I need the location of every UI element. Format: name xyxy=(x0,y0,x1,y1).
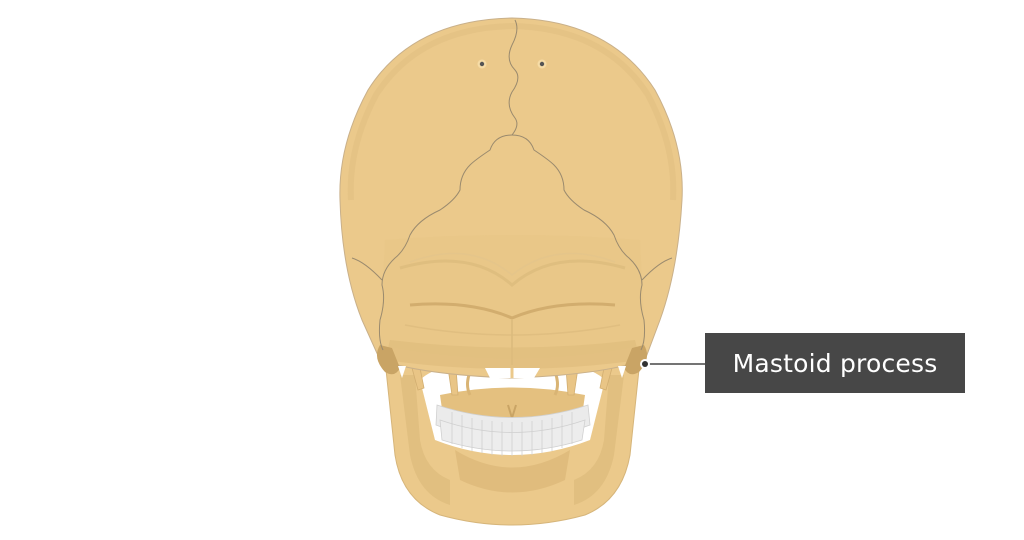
left-mastoid-process xyxy=(376,345,400,375)
mastoid-process-label: Mastoid process xyxy=(705,333,965,393)
parietal-foramina xyxy=(477,59,547,69)
cranium xyxy=(339,17,683,379)
label-pointer xyxy=(640,359,705,369)
processes xyxy=(411,367,613,396)
sutures xyxy=(351,19,673,351)
label-text: Mastoid process xyxy=(732,348,938,378)
teeth xyxy=(435,404,591,456)
